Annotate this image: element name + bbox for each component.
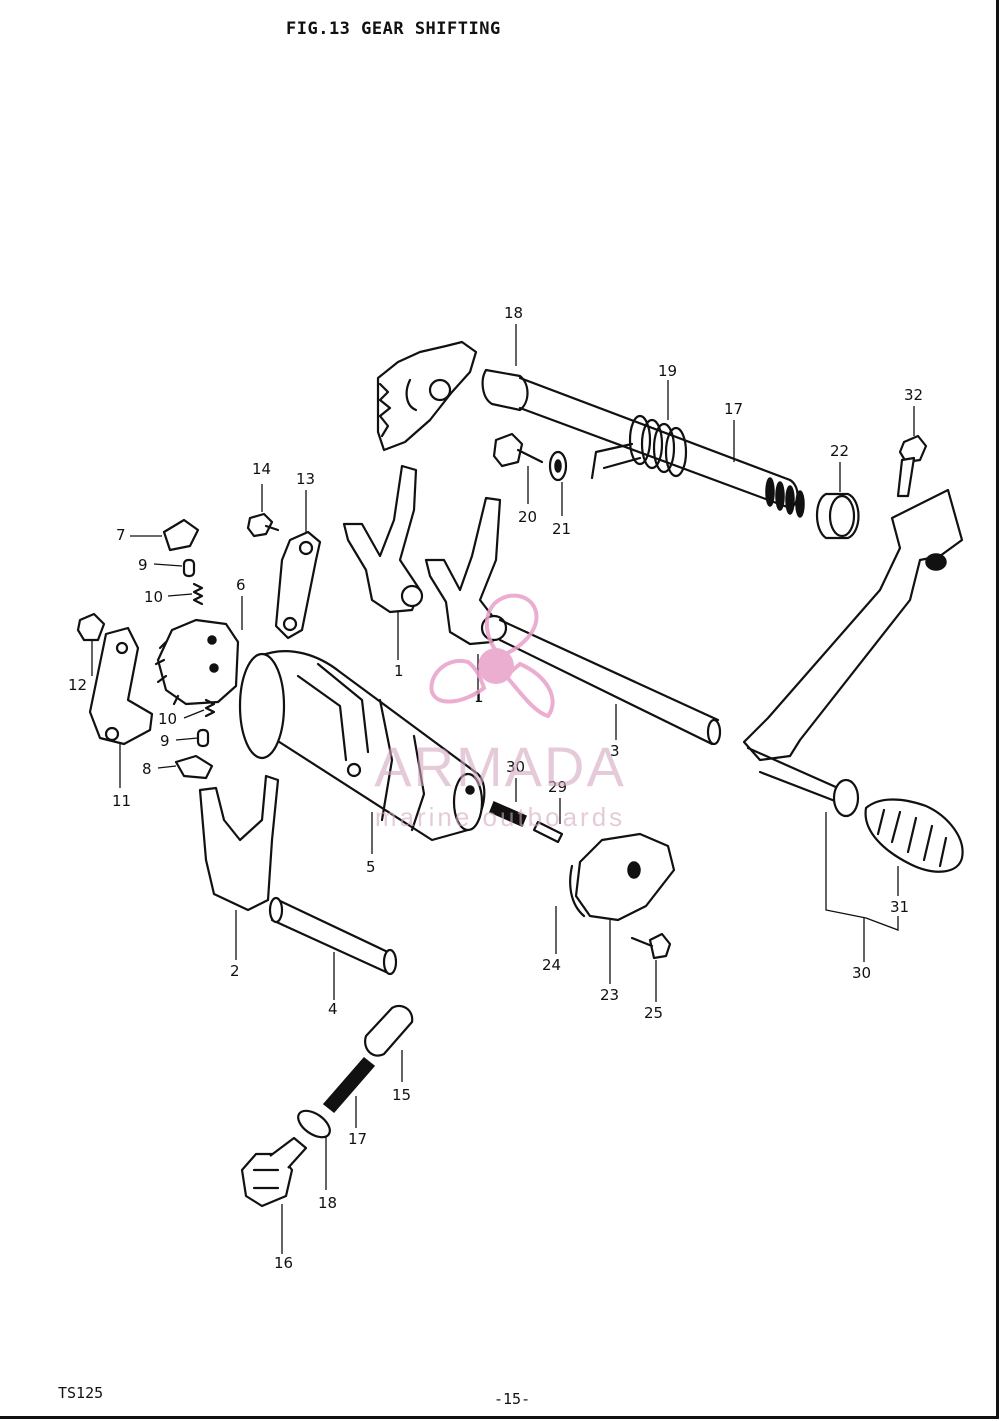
gasket-18 [297, 1109, 331, 1139]
callout-3: 3 [610, 742, 620, 760]
callout-1-right: 1 [474, 688, 484, 706]
callout-17: 17 [348, 1130, 367, 1148]
callout-9-upper: 9 [138, 556, 148, 574]
shift-fork-upper-right [424, 496, 508, 646]
model-label: TS125 [58, 1384, 104, 1402]
gearshift-rubber-31 [864, 798, 964, 873]
spring-10-upper [192, 582, 204, 606]
callout-22: 20 [518, 508, 537, 526]
callout-10-lower: 10 [158, 710, 177, 728]
fork-shaft-3 [498, 618, 722, 746]
spacer-24 [815, 492, 860, 540]
figure-title: FIG.13 GEAR SHIFTING [286, 19, 501, 39]
cam-guide-13 [274, 530, 322, 640]
callout-28: 29 [548, 778, 567, 796]
callout-9-lower: 9 [160, 732, 170, 750]
pawl-8 [174, 754, 214, 780]
callout-6: 6 [236, 576, 246, 594]
screw-14 [246, 512, 280, 538]
cam-driven-gear-6 [154, 618, 240, 706]
gearshift-lever-30 [742, 488, 964, 818]
callout-numbers: 18 19 17 22 32 20 21 14 13 7 9 10 6 12 1… [68, 304, 923, 1272]
callout-26: 24 [542, 956, 561, 974]
bolt-22 [492, 432, 544, 468]
pin-28 [532, 820, 564, 844]
gearshift-cam-5 [238, 650, 486, 842]
cover-25 [574, 832, 676, 922]
watermark-brand: ARMADA [374, 735, 626, 798]
shift-fork-2 [198, 774, 280, 912]
page-number: -15- [494, 1390, 531, 1408]
neutral-plunger-15 [364, 1004, 414, 1057]
gasket-26 [569, 864, 586, 918]
callout-21: 19 [658, 362, 677, 380]
spring-10-lower [204, 698, 216, 718]
callout-23: 21 [552, 520, 571, 538]
callout-16: 16 [274, 1254, 293, 1272]
callout-19: 17 [724, 400, 743, 418]
cam-stopper-11 [88, 626, 154, 746]
callout-27: 25 [644, 1004, 663, 1022]
armada-watermark: ARMADA marine outboards [374, 593, 626, 832]
leader-lines [91, 324, 915, 1254]
pin-9-lower [196, 728, 210, 748]
bolt-32 [896, 434, 928, 498]
callout-1-left: 1 [394, 662, 404, 680]
callout-30: 30 [852, 964, 871, 982]
screw-27 [630, 932, 672, 960]
pawl-7 [162, 518, 200, 552]
callout-15: 15 [392, 1086, 411, 1104]
callout-12: 12 [68, 676, 87, 694]
spring-29 [489, 801, 527, 827]
callout-13: 13 [296, 470, 315, 488]
callout-2: 2 [230, 962, 240, 980]
callout-25: 23 [600, 986, 619, 1004]
callout-32: 32 [904, 386, 923, 404]
callout-31: 31 [890, 898, 909, 916]
bolt-12 [76, 612, 106, 642]
gearshift-shaft-assembly [376, 340, 805, 518]
plug-bolt-16 [240, 1136, 308, 1208]
watermark-tagline: marine outboards [375, 802, 625, 832]
callout-8: 8 [142, 760, 152, 778]
callout-14: 14 [252, 460, 271, 478]
shift-fork-upper-left [342, 464, 424, 614]
callout-5: 5 [366, 858, 376, 876]
callout-24: 22 [830, 442, 849, 460]
callout-29: 30 [506, 758, 525, 776]
propeller-logo-icon [429, 593, 555, 719]
callout-18: 18 [318, 1194, 337, 1212]
fork-shaft-4 [268, 896, 398, 976]
callout-10-upper: 10 [144, 588, 163, 606]
callout-20: 18 [504, 304, 523, 322]
spring-17 [322, 1056, 376, 1114]
pin-9-upper [182, 558, 196, 578]
washer-23 [548, 450, 568, 482]
callout-4: 4 [328, 1000, 338, 1018]
callout-7: 7 [116, 526, 126, 544]
callout-11: 11 [112, 792, 131, 810]
